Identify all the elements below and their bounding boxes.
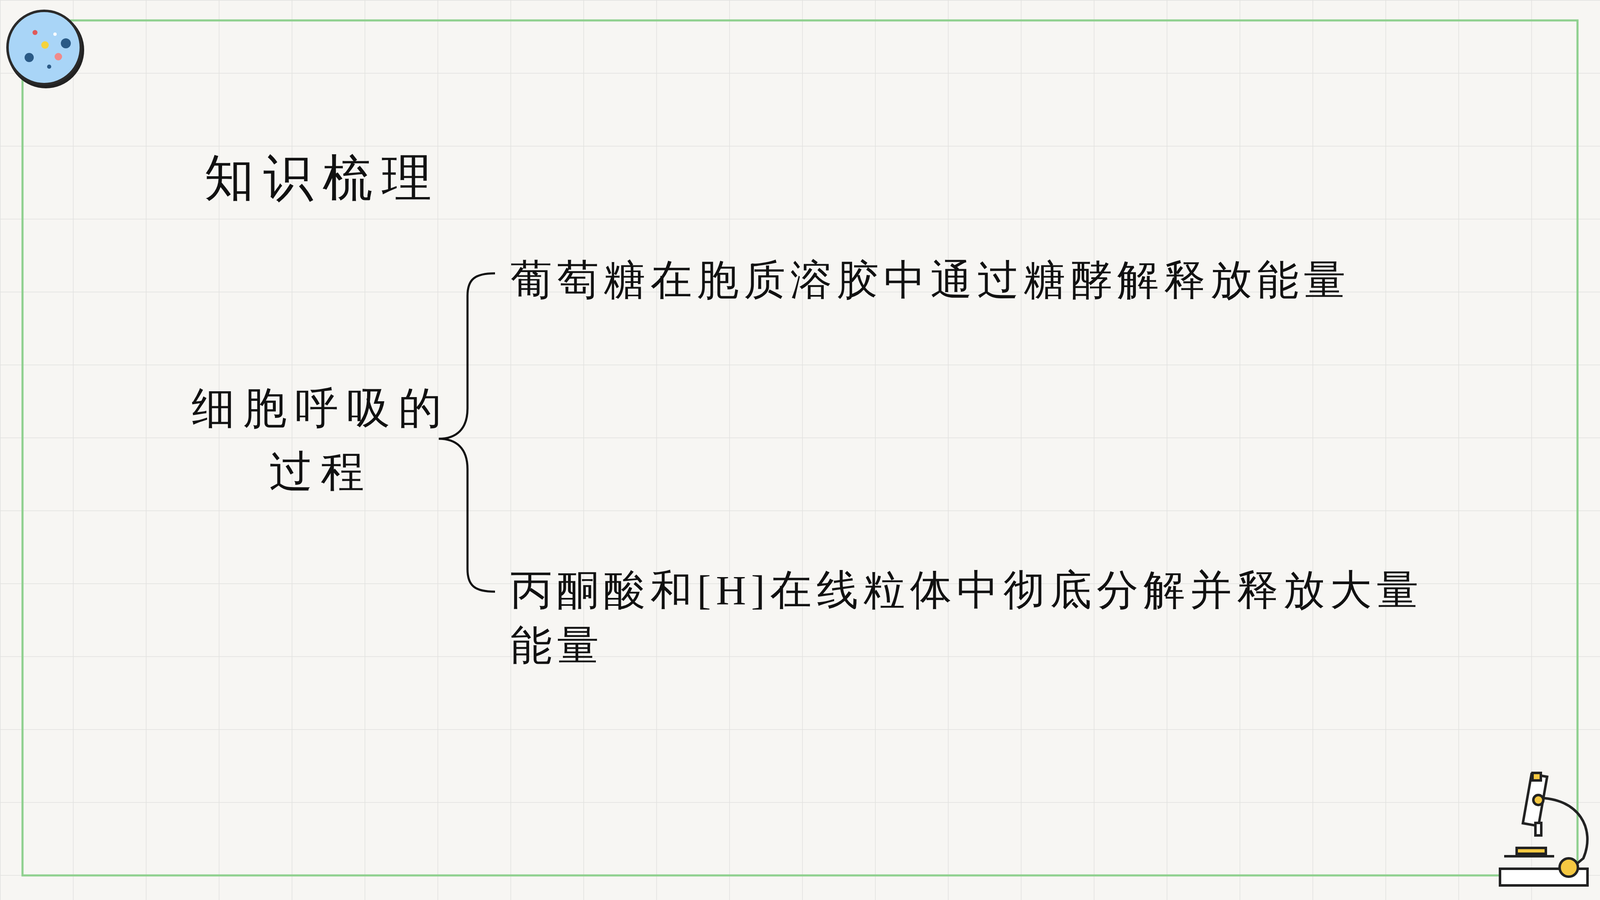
microscope-icon [1500,772,1588,886]
curly-bracket [438,273,495,592]
branch-text: 葡萄糖在胞质溶胶中通过糖酵解释放能量 [510,253,1511,308]
slide-border [22,20,1578,876]
petri-dish-icon [7,10,85,89]
slide-title: 知识梳理 [204,149,496,208]
branch-text: 丙酮酸和[H]在线粒体中彻底分解并释放大量能量 [510,562,1465,674]
topic-label: 细胞呼吸的过程 [183,376,459,504]
